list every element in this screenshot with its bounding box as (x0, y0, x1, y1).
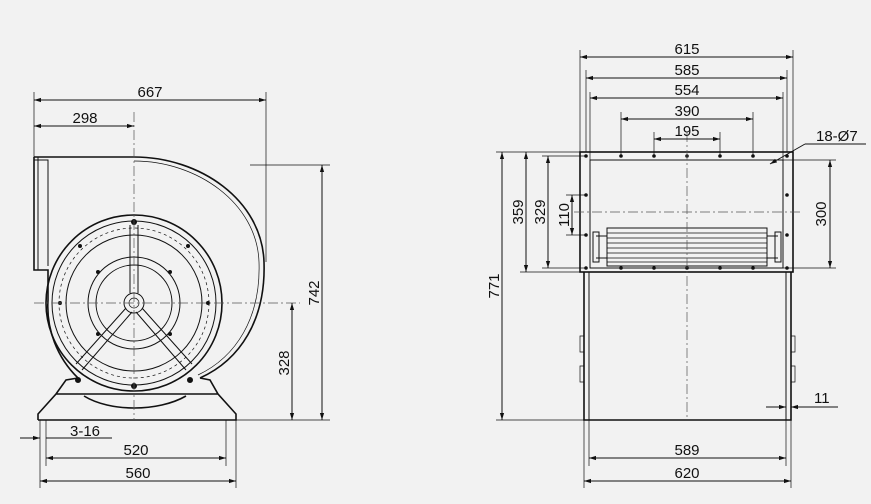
dim-flange-thickness: 11 (814, 390, 830, 407)
mounting-foot (37, 377, 237, 421)
dim-flange-holes-count: 18-Ø7 (816, 128, 858, 145)
scroll-housing (33, 156, 265, 379)
dim-foot-hole-spacing: 520 (123, 442, 148, 459)
dim-flange-height-inner: 300 (813, 201, 830, 226)
dim-flange-holes-outer: 585 (674, 62, 699, 79)
dim-side-height-overall: 771 (486, 273, 503, 298)
dim-flange-height-holes: 329 (532, 199, 549, 224)
dim-width-overall: 667 (137, 84, 162, 101)
side-view (574, 132, 800, 421)
housing-body (583, 272, 792, 421)
front-dimensions: 667 298 742 328 3-16 520 560 (20, 84, 330, 488)
dim-hole-pitch-110: 110 (556, 203, 573, 227)
side-dimensions: 615 585 554 390 195 18-Ø7 771 359 329 (486, 41, 866, 488)
dim-foot-holes: 3-16 (70, 423, 100, 440)
dim-flange-outer: 615 (674, 41, 699, 58)
dim-base-width-outer: 620 (674, 465, 699, 482)
side-brackets (579, 335, 796, 383)
scroll-housing-inner (133, 160, 260, 376)
outlet-flange (34, 157, 49, 270)
flange-holes (584, 154, 789, 270)
dim-flange-height-outer: 359 (510, 199, 527, 224)
dim-hole-pitch-195: 195 (674, 123, 699, 140)
housing-side-plates (588, 272, 787, 420)
front-view (33, 112, 300, 421)
dim-axis-height: 328 (276, 350, 293, 375)
dim-hole-pitch-390: 390 (674, 103, 699, 120)
dim-height-overall: 742 (306, 280, 323, 305)
dim-inlet-offset: 298 (72, 110, 97, 127)
dim-base-width: 589 (674, 442, 699, 459)
dim-flange-inner: 554 (674, 82, 699, 99)
dim-foot-width: 560 (125, 465, 150, 482)
support-arms (75, 225, 193, 371)
outlet-flange-inner (589, 159, 784, 269)
